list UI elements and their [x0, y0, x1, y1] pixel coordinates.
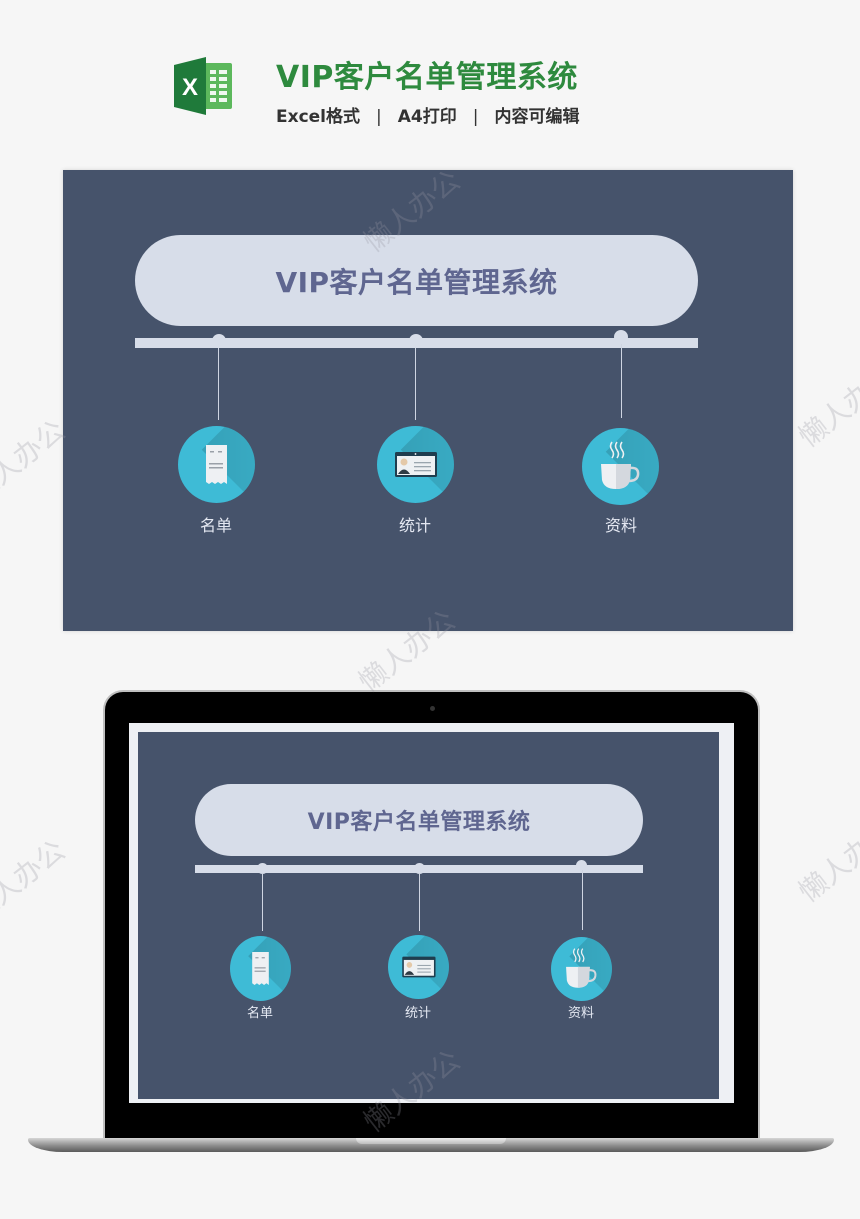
connector-line [419, 873, 420, 931]
laptop-slide-preview: VIP客户名单管理系统 名单 统计 [138, 732, 719, 1099]
receipt-icon [206, 445, 227, 484]
feature-format: Excel格式 [276, 107, 361, 127]
node-label: 资料 [567, 1006, 595, 1021]
timeline-dot [414, 863, 425, 874]
node-label: 统计 [398, 516, 432, 535]
id-card-icon [402, 956, 436, 978]
connector-line [218, 348, 219, 420]
coffee-cup-icon [601, 441, 640, 489]
node-list[interactable] [230, 936, 291, 1001]
separator: | [472, 107, 479, 127]
feature-list: Excel格式 | A4打印 | 内容可编辑 [276, 102, 579, 127]
banner-title: VIP客户名单管理系统 [307, 810, 531, 835]
connector-line [262, 873, 263, 931]
watermark: 懒人办公 [0, 413, 72, 509]
node-label: 名单 [199, 516, 233, 535]
svg-text:X: X [182, 74, 198, 101]
node-profile[interactable] [582, 428, 659, 505]
node-profile[interactable] [551, 937, 612, 1001]
connector-line [621, 344, 622, 418]
page-title: VIP客户名单管理系统 [276, 60, 578, 95]
laptop-base [28, 1138, 834, 1152]
watermark: 懒人办公 [0, 833, 72, 929]
node-label: 统计 [404, 1006, 432, 1021]
separator: | [376, 107, 382, 127]
receipt-icon [252, 952, 269, 985]
camera-icon [430, 706, 435, 711]
timeline-dot [409, 334, 423, 348]
connector-line [582, 870, 583, 930]
connector-line [415, 348, 416, 420]
node-label: 资料 [604, 516, 638, 535]
node-label: 名单 [246, 1006, 274, 1021]
id-card-icon [395, 452, 437, 477]
banner-title: VIP客户名单管理系统 [275, 265, 558, 299]
title-banner: VIP客户名单管理系统 [195, 784, 643, 856]
node-list[interactable] [178, 426, 255, 503]
feature-print: A4打印 [397, 107, 457, 127]
timeline-dot [257, 863, 268, 874]
timeline-dot [212, 334, 226, 348]
timeline-dot [576, 860, 587, 871]
laptop-hinge-notch [356, 1138, 506, 1144]
watermark: 懒人办公 [792, 358, 860, 454]
excel-logo-icon: X [172, 55, 234, 117]
slide-preview: VIP客户名单管理系统 名单 统计 [63, 170, 793, 631]
title-banner: VIP客户名单管理系统 [135, 235, 698, 326]
node-stats[interactable] [388, 935, 449, 999]
watermark: 懒人办公 [792, 813, 860, 909]
timeline-dot [614, 330, 628, 344]
coffee-cup-icon [566, 948, 597, 988]
node-stats[interactable] [377, 426, 454, 503]
feature-editable: 内容可编辑 [494, 107, 580, 127]
